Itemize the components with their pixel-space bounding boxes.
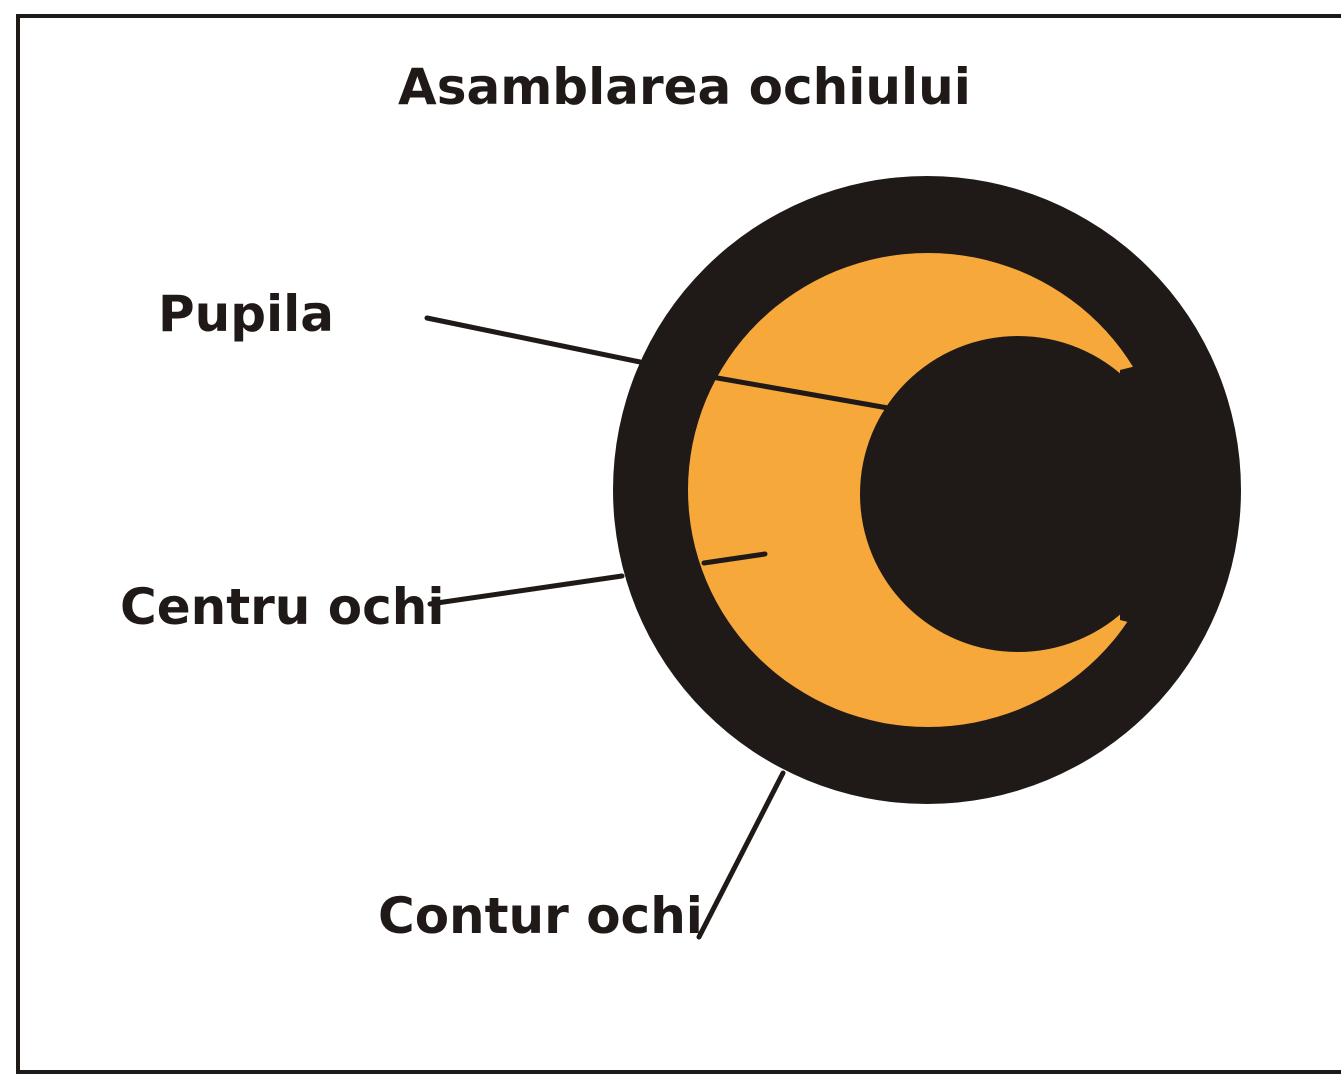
diagram-title: Asamblarea ochiului <box>398 58 971 116</box>
pupil-shape <box>860 336 1176 652</box>
eye-outline-label: Contur ochi <box>378 887 703 945</box>
pupil-label: Pupila <box>158 285 335 343</box>
center-leader-line-inner <box>701 551 768 566</box>
pupil-join-shape <box>1120 360 1175 630</box>
eye-diagram <box>424 176 1241 940</box>
pupil-leader-line <box>424 315 643 365</box>
outline-leader-line <box>696 770 786 940</box>
pupil-leader-line-inner <box>703 373 891 411</box>
eye-center-label: Centru ochi <box>120 578 445 636</box>
center-leader-line <box>427 573 625 607</box>
